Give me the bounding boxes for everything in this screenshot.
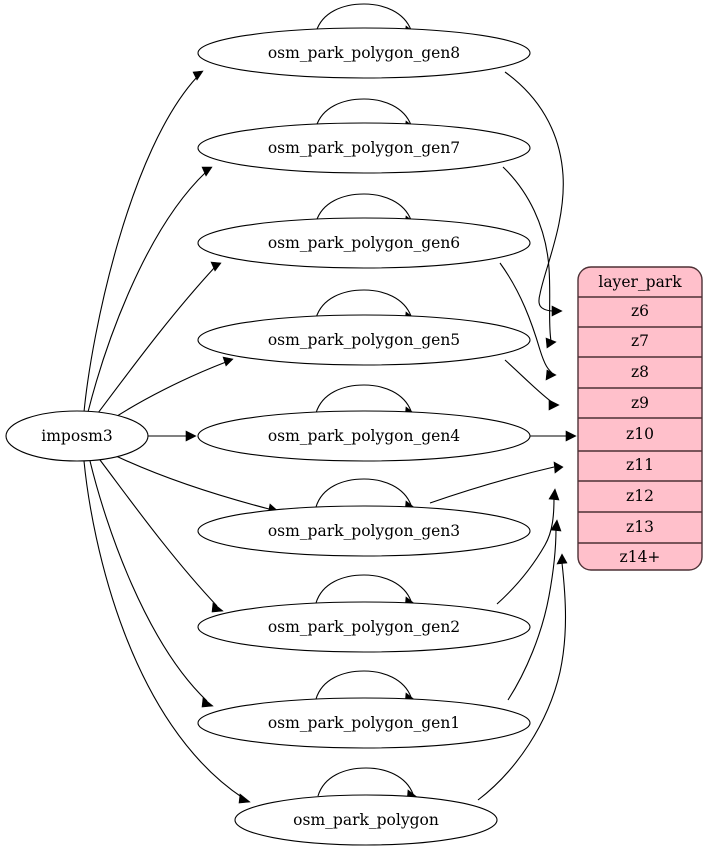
edge-gen5-to-z9 xyxy=(504,359,560,411)
node-osm_park_polygon_gen5-shape[interactable] xyxy=(197,314,531,366)
edge-gen7-to-z7 xyxy=(502,166,557,349)
node-imposm3-label: imposm3 xyxy=(41,427,112,445)
edge-imposm3-to-gen8 xyxy=(83,70,204,413)
node-osm_park_polygon_gen6[interactable]: osm_park_polygon_gen6 xyxy=(197,217,531,269)
node-osm_park_polygon_gen8[interactable]: osm_park_polygon_gen8 xyxy=(197,27,531,79)
node-osm_park_polygon_gen7-label: osm_park_polygon_gen7 xyxy=(268,139,460,157)
table-layer_park[interactable]: layer_park z6 z7 z8 z9 z10 z11 z12 z13 z… xyxy=(577,266,703,571)
node-osm_park_polygon_gen6-label: osm_park_polygon_gen6 xyxy=(268,234,460,252)
edge-imposm3-to-gen7 xyxy=(87,166,213,413)
edge-gen3-to-z11 xyxy=(429,461,564,504)
node-osm_park_polygon_gen5[interactable]: osm_park_polygon_gen5 xyxy=(197,314,531,366)
node-osm_park_polygon-shape[interactable] xyxy=(234,794,498,846)
node-osm_park_polygon_gen2-shape[interactable] xyxy=(197,601,531,653)
node-osm_park_polygon_gen1-shape[interactable] xyxy=(197,697,531,749)
node-osm_park_polygon_gen1[interactable]: osm_park_polygon_gen1 xyxy=(197,697,531,749)
edge-osm-park-polygon-to-z14 xyxy=(477,553,568,801)
table-row-z14plus[interactable]: z14+ xyxy=(620,548,661,566)
edge-imposm3-to-gen6 xyxy=(97,261,222,414)
edge-imposm3-to-gen1 xyxy=(89,460,214,708)
node-osm_park_polygon[interactable]: osm_park_polygon xyxy=(234,794,498,846)
table-row-z11[interactable]: z11 xyxy=(626,456,654,474)
node-osm_park_polygon_gen2[interactable]: osm_park_polygon_gen2 xyxy=(197,601,531,653)
edge-imposm3-to-gen5 xyxy=(113,356,234,419)
node-imposm3[interactable]: imposm3 xyxy=(5,410,149,462)
table-row-z13[interactable]: z13 xyxy=(626,518,654,536)
node-osm_park_polygon_gen5-label: osm_park_polygon_gen5 xyxy=(268,331,460,349)
node-osm_park_polygon_gen7-shape[interactable] xyxy=(197,122,531,174)
table-row-z10[interactable]: z10 xyxy=(626,425,654,443)
node-osm_park_polygon_gen4[interactable]: osm_park_polygon_gen4 xyxy=(197,410,531,462)
edge-gen1-to-z13 xyxy=(507,519,562,701)
node-osm_park_polygon_gen4-label: osm_park_polygon_gen4 xyxy=(268,427,460,445)
edge-gen6-to-z8 xyxy=(499,262,557,381)
edge-gen4-to-z10 xyxy=(530,430,577,442)
table-row-z6[interactable]: z6 xyxy=(631,302,649,320)
edge-imposm3-to-gen2 xyxy=(99,459,224,613)
node-osm_park_polygon_gen1-label: osm_park_polygon_gen1 xyxy=(268,714,460,732)
table-row-z12[interactable]: z12 xyxy=(626,487,654,505)
node-osm_park_polygon_gen3-shape[interactable] xyxy=(197,505,531,557)
edge-gen2-to-z12 xyxy=(496,488,560,605)
node-osm_park_polygon_gen8-label: osm_park_polygon_gen8 xyxy=(268,44,460,62)
node-osm_park_polygon_gen8-shape[interactable] xyxy=(197,27,531,79)
node-osm_park_polygon_gen6-shape[interactable] xyxy=(197,217,531,269)
node-osm_park_polygon_gen3[interactable]: osm_park_polygon_gen3 xyxy=(197,505,531,557)
table-row-z8[interactable]: z8 xyxy=(631,363,649,381)
table-row-dividers xyxy=(578,296,702,544)
table-row-z9[interactable]: z9 xyxy=(631,394,649,412)
edge-gen8-to-z6 xyxy=(504,71,564,317)
node-osm_park_polygon-label: osm_park_polygon xyxy=(293,811,439,829)
edge-imposm3-to-osm-park-polygon xyxy=(83,460,251,804)
edges-nodes-to-table xyxy=(429,71,577,801)
table-row-z7[interactable]: z7 xyxy=(631,332,649,350)
node-imposm3-shape[interactable] xyxy=(5,410,149,462)
node-osm_park_polygon_gen4-shape[interactable] xyxy=(197,410,531,462)
node-osm_park_polygon_gen7[interactable]: osm_park_polygon_gen7 xyxy=(197,122,531,174)
edge-imposm3-to-gen4 xyxy=(148,430,197,442)
edge-imposm3-to-gen3 xyxy=(115,455,280,515)
table-header-layer_park: layer_park xyxy=(598,273,682,291)
node-osm_park_polygon_gen2-label: osm_park_polygon_gen2 xyxy=(268,618,460,636)
node-osm_park_polygon_gen3-label: osm_park_polygon_gen3 xyxy=(268,522,460,540)
